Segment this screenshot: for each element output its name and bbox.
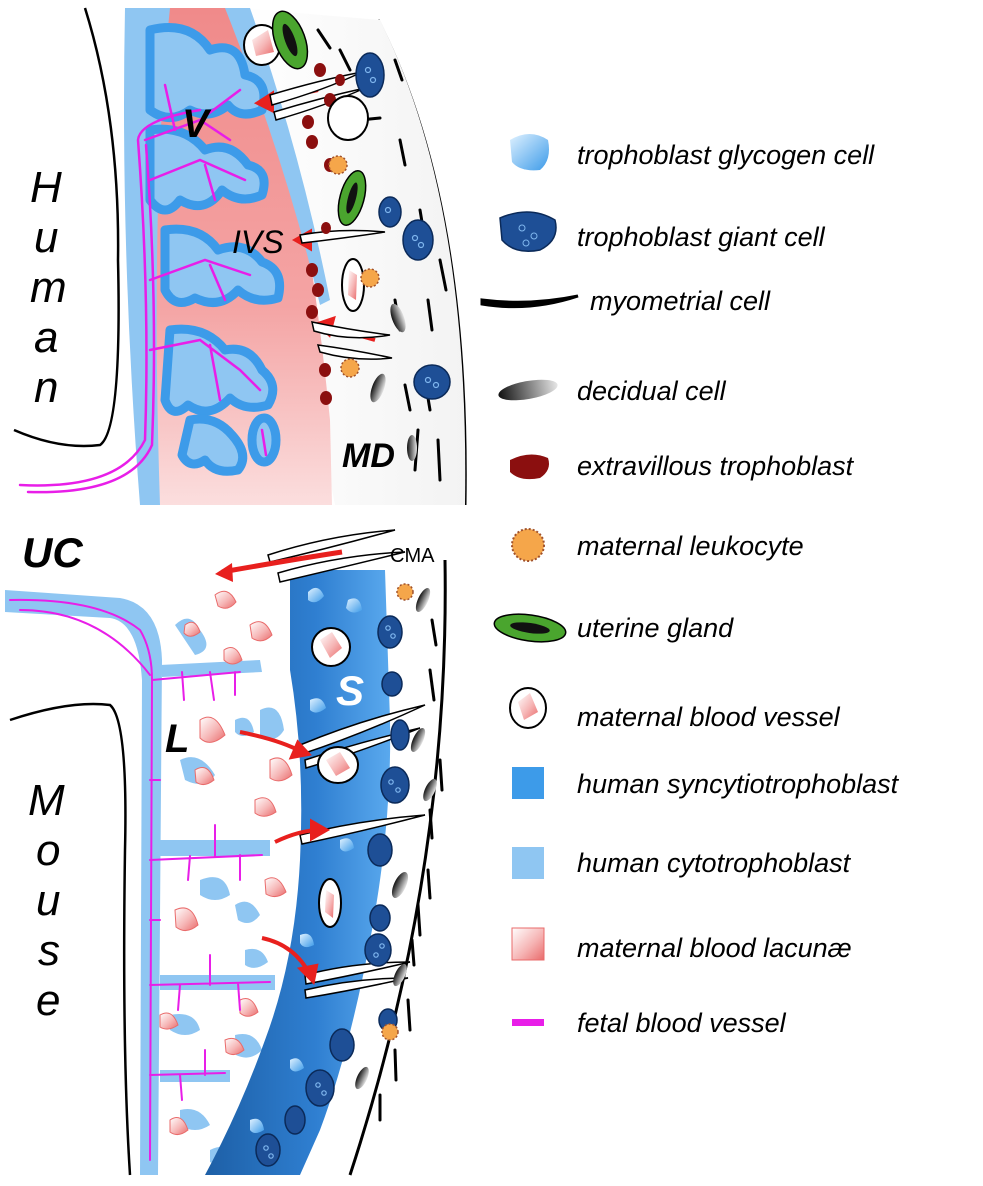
mouse-letter-3: u (36, 876, 60, 925)
mouse-letter-1: M (28, 776, 65, 825)
myometrial-cell-icon (480, 294, 579, 309)
villous-tree (145, 23, 285, 476)
mouse-flow-arrows (239, 730, 331, 986)
mouse-decidual-cells (355, 588, 437, 1090)
spongiotrophoblast-layer (205, 570, 391, 1175)
cma-arrow (215, 549, 343, 582)
legend-label-glycogen: trophoblast glycogen cell (577, 140, 875, 170)
human-fetal-vessels (18, 83, 268, 494)
mouse-yolk-sac-cavity-outline (9, 702, 132, 1176)
trophoblast-giant-cell-icon (499, 211, 557, 252)
decidual-cell-icon (498, 379, 558, 401)
human-decidual-cells (370, 303, 417, 461)
maternal-blood-vessel-icon (509, 687, 547, 729)
mouse-fetal-vessels (9, 598, 271, 1161)
legend-label-vessel: maternal blood vessel (577, 702, 841, 732)
legend-label-myometrial: myometrial cell (590, 286, 771, 316)
villi-label: V (182, 102, 212, 146)
human-giant-cell-nuclei (364, 66, 440, 389)
mouse-letter-2: o (36, 826, 60, 875)
mouse-lacunae (159, 590, 293, 1136)
legend-label-evt: extravillous trophoblast (577, 451, 855, 481)
maternal-leukocyte-icon (511, 528, 545, 562)
human-uterine-glands (271, 10, 367, 226)
mouse-giant-cell-nuclei (263, 625, 401, 1159)
mouse-maternal-blood-vessels (311, 627, 359, 928)
mouse-leukocytes (381, 583, 414, 1041)
cma-label: CMA (390, 545, 435, 567)
diagram-labels: H u m a n M o u s e V IVS MD UC CMA L S (22, 102, 435, 1025)
mouse-glycogen-cells (250, 587, 362, 1133)
labyrinth-label: L (165, 717, 189, 761)
trophoblast-glycogen-cell-icon (510, 134, 549, 171)
mouse-giant-cells (255, 615, 410, 1167)
legend-label-fetal: fetal blood vessel (577, 1008, 787, 1038)
mouse-uterine-wall (348, 559, 447, 1176)
uterine-gland-icon (493, 613, 567, 643)
human-letter-4: a (34, 313, 58, 362)
human-letter-3: m (30, 263, 67, 312)
human-letter-2: u (34, 213, 58, 262)
human-syncytiotrophoblast-icon (512, 767, 544, 799)
extravillous-trophoblast-icon (510, 454, 549, 480)
mouse-letter-4: s (38, 926, 60, 975)
basal-trophoblast-shell (225, 8, 330, 305)
legend-label-gland: uterine gland (577, 613, 734, 643)
legend-label-giant: trophoblast giant cell (577, 222, 826, 252)
spongiotrophoblast-label: S (336, 667, 364, 714)
ivs-label: IVS (232, 224, 284, 260)
mouse-panel (5, 529, 447, 1176)
legend-label-leukocyte: maternal leukocyte (577, 531, 804, 561)
human-cytotrophoblast-icon (512, 847, 544, 879)
md-label: MD (342, 437, 395, 475)
legend-label-syncytio: human syncytiotrophoblast (577, 769, 900, 799)
mouse-letter-5: e (36, 976, 60, 1025)
human-letter-5: n (34, 363, 58, 412)
human-amniotic-cavity-outline (13, 7, 120, 448)
uc-label: UC (22, 529, 83, 576)
legend-label-cyto: human cytotrophoblast (577, 848, 852, 878)
human-letter-1: H (30, 163, 62, 212)
mouse-myometrial-cells (378, 618, 444, 1122)
fetal-blood-vessel-icon (512, 1019, 544, 1026)
maternal-decidua-region (240, 8, 466, 505)
maternal-blood-lacunae-icon (511, 927, 545, 961)
legend-label-lacunae: maternal blood lacunæ (577, 933, 852, 963)
legend-label-decidual: decidual cell (577, 376, 727, 406)
human-leukocytes (328, 155, 380, 378)
human-panel (13, 7, 467, 506)
human-maternal-blood-vessels (243, 24, 369, 312)
mouse-chorionic-plate (5, 590, 162, 1175)
legend: trophoblast glycogen cell trophoblast gi… (480, 134, 900, 1038)
